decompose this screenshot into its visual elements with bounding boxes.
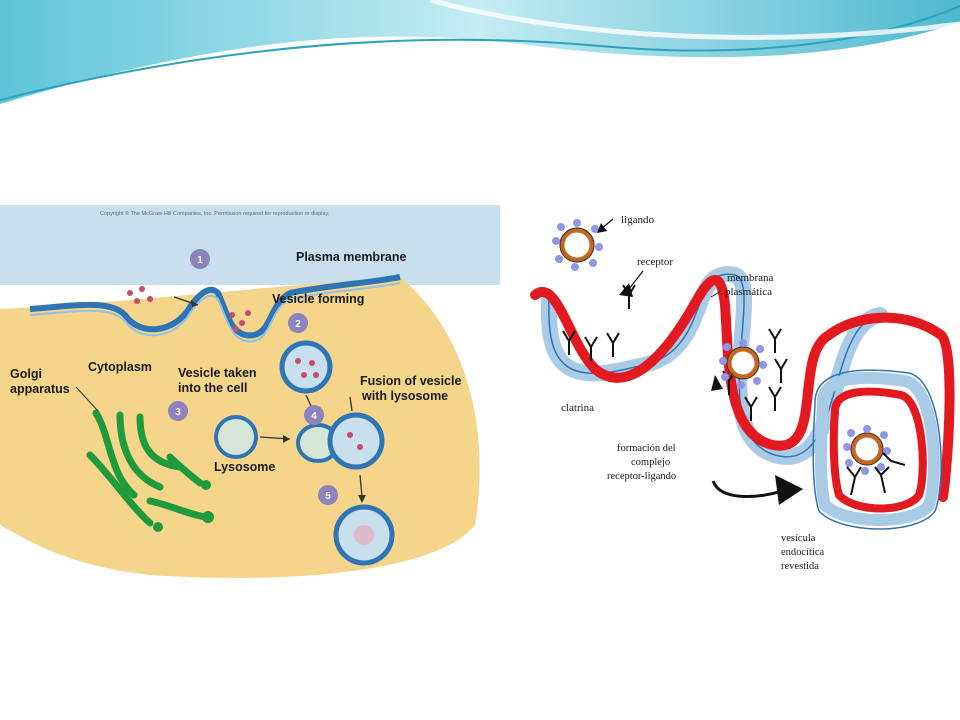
particle <box>301 372 307 378</box>
particle <box>245 310 251 316</box>
label-golgi-line1: Golgi <box>10 367 42 381</box>
extracellular-space <box>0 205 500 285</box>
process-arrow <box>711 480 782 498</box>
particle <box>313 372 319 378</box>
particle <box>295 358 301 364</box>
arrow-down-2 <box>359 474 363 498</box>
digested-content <box>354 525 374 545</box>
golgi-apparatus <box>86 409 210 527</box>
label-vesicula-line1: vesícula <box>781 533 816 544</box>
step-2: 2 <box>295 319 301 330</box>
label-vesicle-forming: Vesicle forming <box>272 292 364 306</box>
label-cytoplasm: Cytoplasm <box>88 360 152 374</box>
step-marker-1 <box>190 249 210 269</box>
step-marker-3 <box>168 401 188 421</box>
step-3: 3 <box>175 407 181 418</box>
receptor-arrowhead <box>619 283 633 297</box>
label-vesicle-taken-line2: into the cell <box>178 381 247 395</box>
label-formacion-line2: complejo <box>631 457 670 468</box>
particle <box>127 290 133 296</box>
receptor-leader <box>628 270 644 290</box>
label-vesicle-taken-line1: Vesicle taken <box>178 366 257 380</box>
label-lysosome: Lysosome <box>214 460 275 474</box>
label-golgi-line2: apparatus <box>10 382 70 396</box>
lysosome <box>214 415 258 459</box>
label-fusion-line2: with lysosome <box>361 389 448 403</box>
arrow-to-forming-head <box>191 300 198 307</box>
arrow-to-fusion <box>349 396 353 412</box>
step-marker-2 <box>288 313 308 333</box>
ligand-bound <box>719 339 767 389</box>
step-4: 4 <box>311 411 317 422</box>
label-ligando: ligando <box>621 214 654 226</box>
golgi-vesicle <box>202 511 214 523</box>
label-membrana-line1: membrana <box>727 272 774 284</box>
receptors <box>562 284 788 421</box>
particle <box>134 298 140 304</box>
step-5: 5 <box>325 491 331 502</box>
label-fusion-line1: Fusion of vesicle <box>360 374 461 388</box>
particle <box>347 432 353 438</box>
particle <box>239 320 245 326</box>
label-plasma-membrane: Plasma membrane <box>296 250 407 264</box>
particle <box>139 286 145 292</box>
step-1: 1 <box>197 255 203 266</box>
label-receptor: receptor <box>637 256 673 268</box>
golgi-leader <box>75 386 99 412</box>
label-membrana-line2: plasmática <box>725 286 772 298</box>
particle <box>229 312 235 318</box>
arrow-lysosome-head <box>283 435 290 443</box>
header-wave-fill <box>0 0 960 104</box>
plasma-membrane <box>29 274 401 339</box>
fusing-vesicle-right <box>327 412 385 470</box>
label-vesicula-line2: endocítica <box>781 547 824 558</box>
endocytosis-diagram: 1 2 3 4 5 Copyright © The McGraw-Hill Co… <box>0 205 500 585</box>
label-formacion-line1: formación del <box>617 443 676 454</box>
process-arrowhead <box>775 475 803 505</box>
internalized-receptors <box>846 452 906 496</box>
vesicle-taken-in <box>279 340 333 394</box>
ligand-arrowhead <box>597 223 607 233</box>
particle <box>357 444 363 450</box>
ligand-internalized <box>843 425 891 475</box>
header-wave-highlight <box>429 0 960 40</box>
particle <box>233 326 239 332</box>
golgi-vesicle <box>153 522 163 532</box>
step-marker-5 <box>318 485 338 505</box>
arrow-down-2-head <box>358 495 366 503</box>
coated-vesicle-membrane <box>829 387 927 513</box>
coated-vesicle-clathrin-edge <box>812 369 942 530</box>
ligand-free <box>552 219 603 271</box>
complex-arrowhead <box>711 375 723 391</box>
copyright-notice: Copyright © The McGraw-Hill Companies, I… <box>100 210 330 217</box>
label-clatrina: clatrina <box>561 402 594 414</box>
label-formacion-line3: receptor-ligando <box>607 471 676 482</box>
coated-vesicle-clathrin <box>815 371 940 526</box>
plasma-membrane-red <box>530 275 955 502</box>
label-vesicula-line3: revestida <box>781 561 819 572</box>
membrane-leader <box>710 290 722 298</box>
particle <box>309 360 315 366</box>
receptor-endocytosis-diagram: ligando receptor membrana plasmática cla… <box>525 205 960 585</box>
slide-header-waves <box>0 0 960 104</box>
particle <box>147 296 153 302</box>
golgi-vesicle <box>201 480 211 490</box>
step-marker-4 <box>304 405 324 425</box>
plasma-membrane-inner <box>29 282 401 343</box>
